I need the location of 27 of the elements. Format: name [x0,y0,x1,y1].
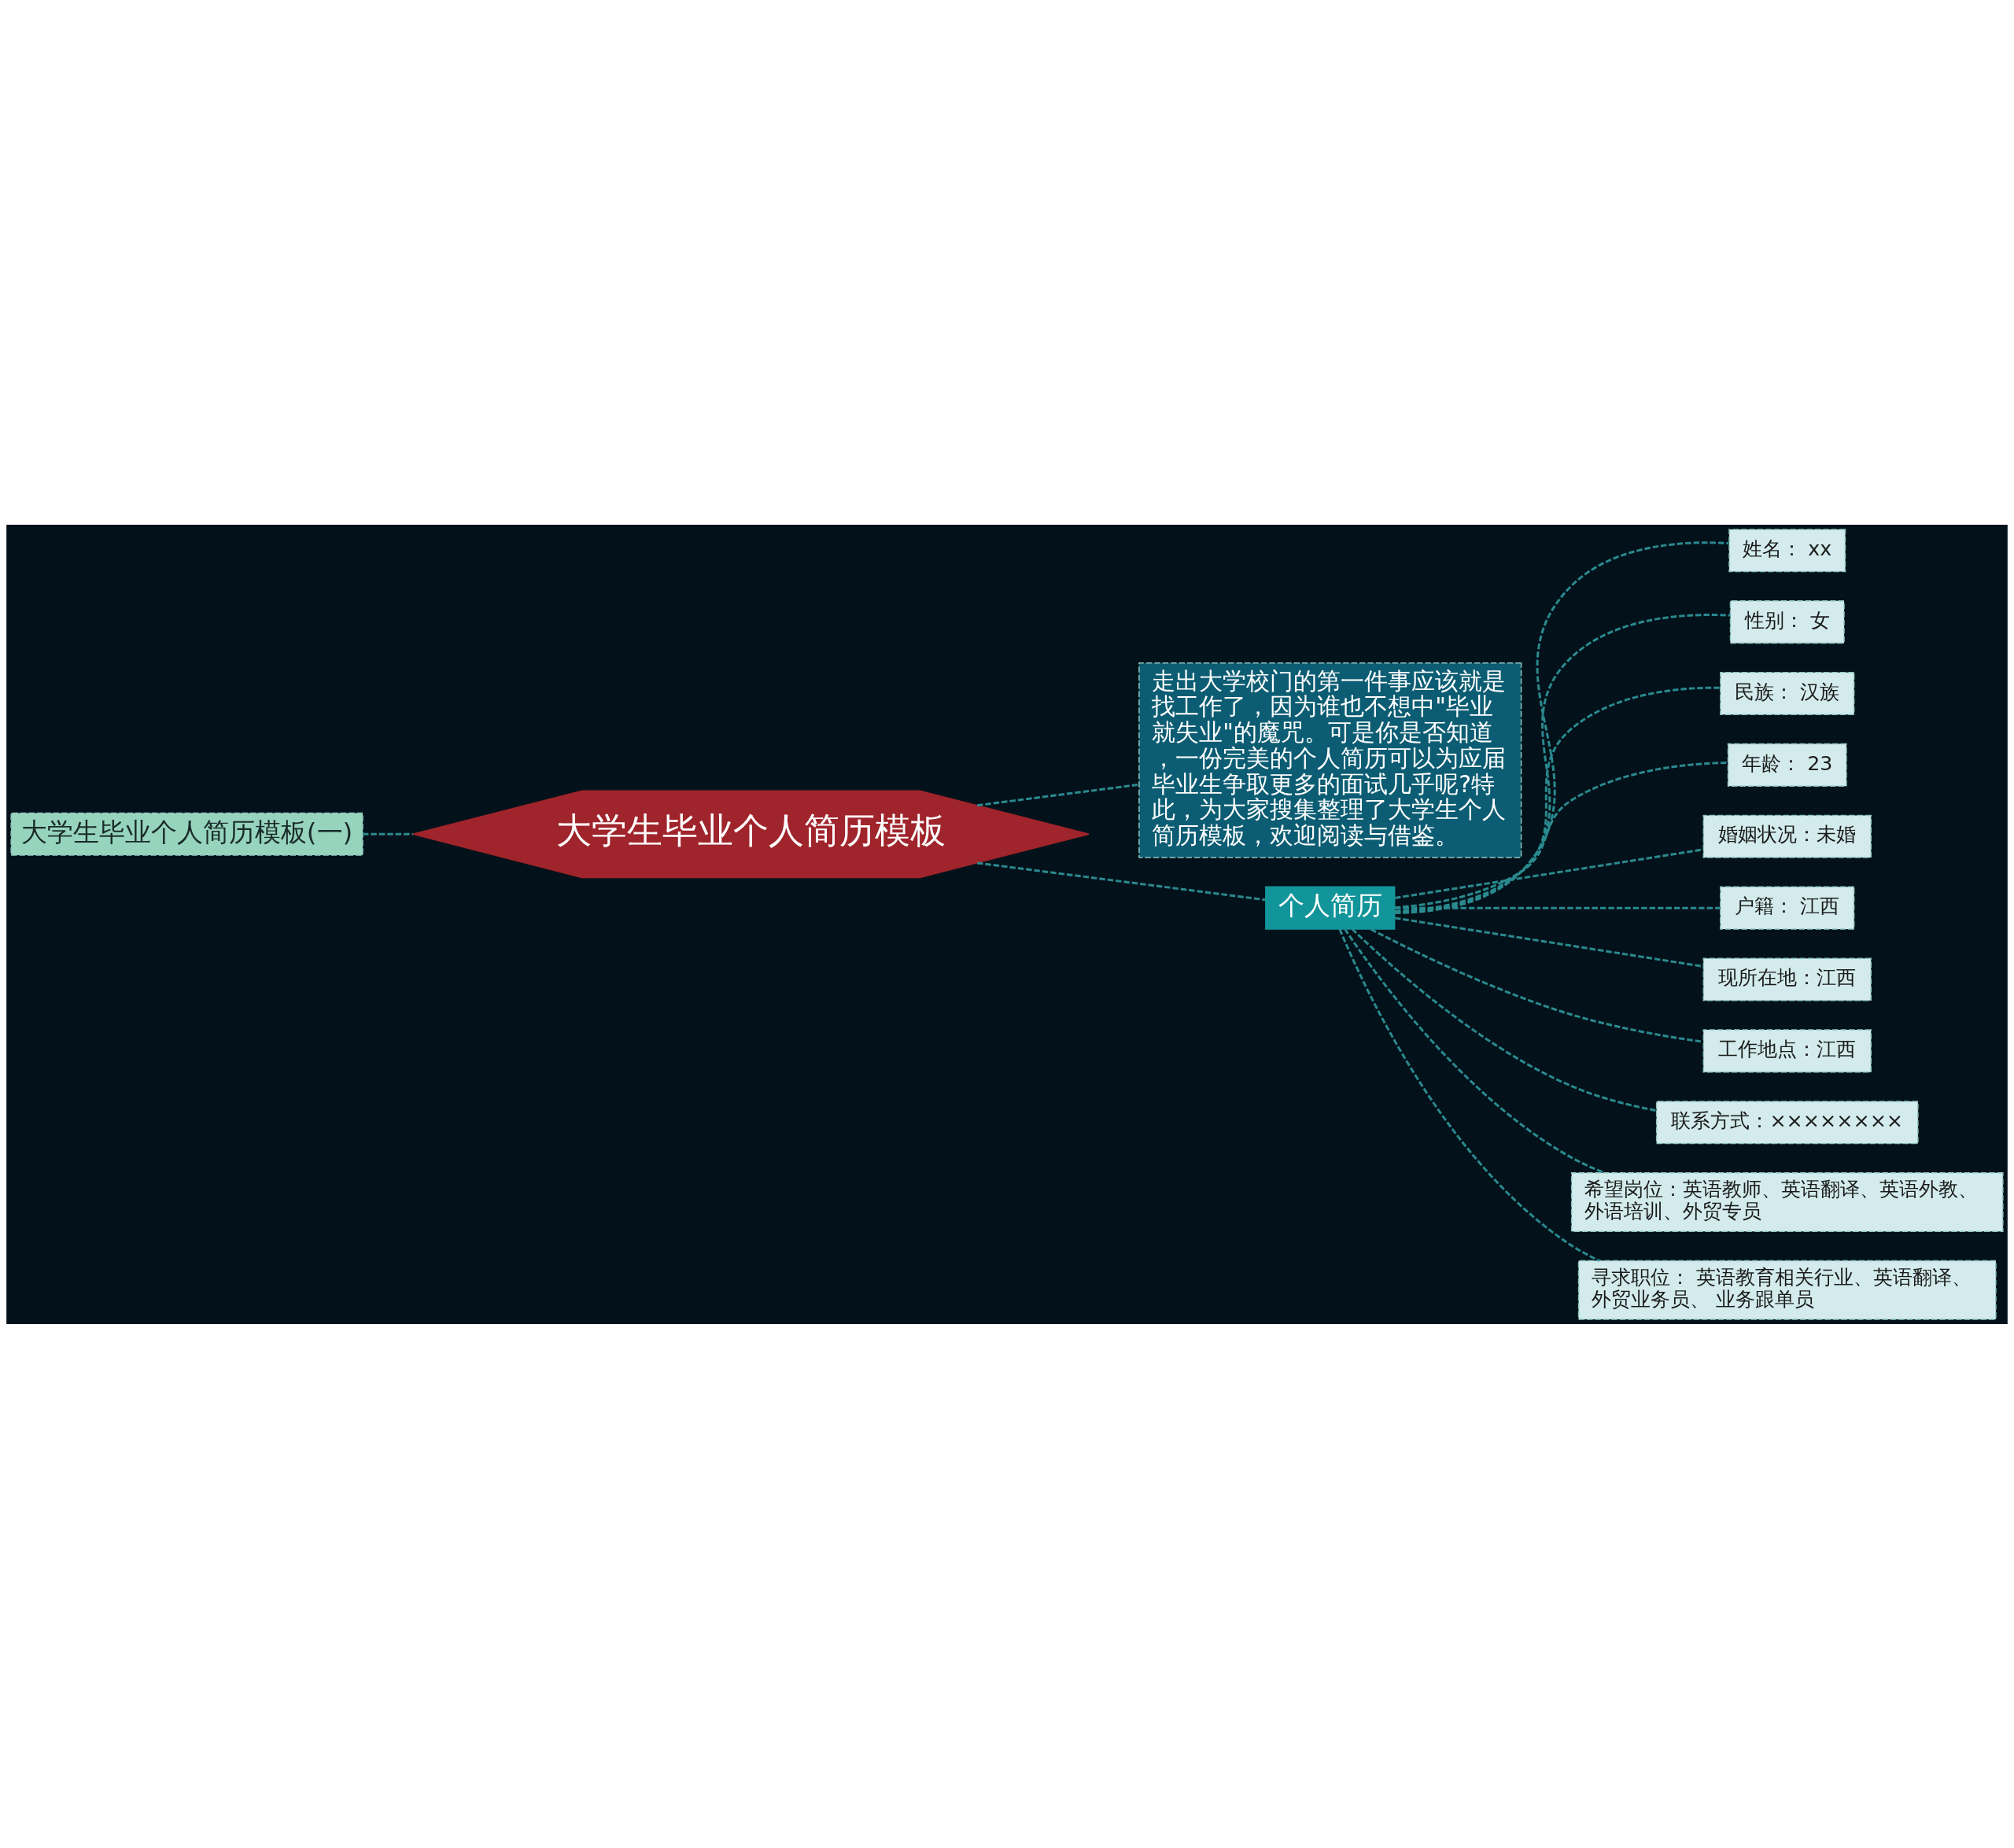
connector [1395,540,1729,914]
connector [976,783,1139,806]
node-box: 民族： 汉族 [1720,671,1855,715]
connector [1394,613,1731,913]
node-box: 现所在地：江西 [1702,957,1872,1001]
node-box: 年龄： 23 [1727,743,1847,787]
node-box: 寻求职位： 英语教育相关行业、英语翻译、外贸业务员、 业务跟单员 [1577,1260,1997,1320]
node-box: 联系方式：×××××××× [1655,1100,1919,1144]
node-box: 户籍： 江西 [1720,886,1855,930]
connector [1394,847,1704,899]
connector [1394,761,1728,909]
node-box: 姓名： xx [1728,528,1846,572]
connector [1338,928,1600,1262]
connector [1395,686,1721,913]
node-box: 希望岗位：英语教师、英语翻译、英语外教、外语培训、外贸专员 [1570,1171,2004,1232]
connector [1370,928,1703,1043]
node-box: 性别： 女 [1729,599,1845,644]
connector [1394,916,1704,968]
node-box: 大学生毕业个人简历模板(一) [10,812,363,856]
connector [1351,928,1657,1112]
node-box: 婚姻状况：未婚 [1702,814,1872,858]
node-box: 个人简历 [1265,886,1396,930]
connector [363,832,413,835]
node-box: 走出大学校门的第一件事应该就是找工作了，因为谁也不想中"毕业就失业"的魔咒。可是你是否知道，一份完美的个人简历可以为应届毕业生争取更多的面试几乎呢?特此，为大家搜集整理了大学生个人简历模板，欢迎阅读与借鉴。 [1138,662,1522,858]
node-box: 工作地点：江西 [1702,1028,1872,1072]
connector [1395,906,1721,909]
connector [976,861,1266,901]
